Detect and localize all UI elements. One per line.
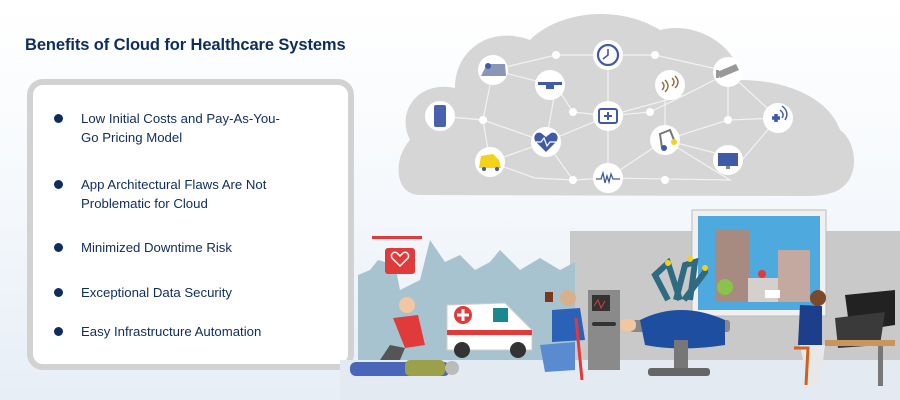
cloud-network bbox=[398, 13, 855, 197]
patient-on-floor bbox=[350, 360, 459, 376]
defibrillator-drone bbox=[372, 236, 422, 274]
benefit-text: Easy Infrastructure Automation bbox=[81, 324, 262, 339]
benefit-text-line2: Go Pricing Model bbox=[81, 130, 183, 145]
medical-kit-icon bbox=[593, 101, 623, 131]
benefit-item: Minimized Downtime Risk bbox=[53, 238, 334, 257]
city-skyline bbox=[358, 240, 575, 360]
benefit-item: App Architectural Flaws Are Not Problema… bbox=[53, 175, 334, 213]
benefit-item: Easy Infrastructure Automation bbox=[53, 322, 334, 341]
clock-icon bbox=[593, 40, 623, 70]
benefit-text-line1: Low Initial Costs and Pay-As-You- bbox=[81, 111, 280, 126]
benefit-item: Low Initial Costs and Pay-As-You- Go Pri… bbox=[53, 109, 334, 147]
drone-icon bbox=[535, 70, 565, 100]
wall bbox=[570, 231, 900, 361]
signal-waves-icon bbox=[655, 70, 685, 100]
bullet-icon bbox=[54, 114, 63, 123]
monitor-icon bbox=[713, 145, 743, 175]
benefit-item: Exceptional Data Security bbox=[53, 283, 334, 302]
remote-surgeon bbox=[794, 290, 826, 386]
hospital-window-view bbox=[691, 209, 827, 317]
bullet-icon bbox=[54, 243, 63, 252]
benefit-text: Exceptional Data Security bbox=[81, 285, 232, 300]
robot-arm-icon bbox=[650, 125, 680, 155]
cpr-rescuer bbox=[380, 297, 425, 360]
operating-table-patient bbox=[620, 310, 730, 376]
heart-pulse-icon bbox=[531, 127, 561, 157]
benefit-text: Minimized Downtime Risk bbox=[81, 240, 232, 255]
vital-signs-machine bbox=[588, 290, 620, 370]
elderly-man-with-medicine bbox=[540, 290, 585, 381]
floor bbox=[340, 360, 900, 400]
wireless-health-plus-icon bbox=[763, 103, 793, 133]
bullet-icon bbox=[54, 288, 63, 297]
benefit-text-line2: Problematic for Cloud bbox=[81, 196, 208, 211]
ecg-wave-icon bbox=[593, 163, 623, 193]
bullet-icon bbox=[54, 180, 63, 189]
smartphone-icon bbox=[425, 101, 455, 131]
bullet-icon bbox=[54, 327, 63, 336]
ambulance bbox=[446, 302, 533, 358]
surgeon-console-monitors bbox=[825, 290, 895, 386]
surgical-robot bbox=[651, 256, 708, 302]
benefits-card: Low Initial Costs and Pay-As-You- Go Pri… bbox=[27, 79, 354, 370]
ambulance-icon bbox=[475, 147, 505, 177]
security-camera-icon bbox=[713, 57, 743, 87]
map-location-icon bbox=[478, 55, 508, 85]
page-title: Benefits of Cloud for Healthcare Systems bbox=[25, 36, 346, 54]
benefit-text-line1: App Architectural Flaws Are Not bbox=[81, 177, 267, 192]
